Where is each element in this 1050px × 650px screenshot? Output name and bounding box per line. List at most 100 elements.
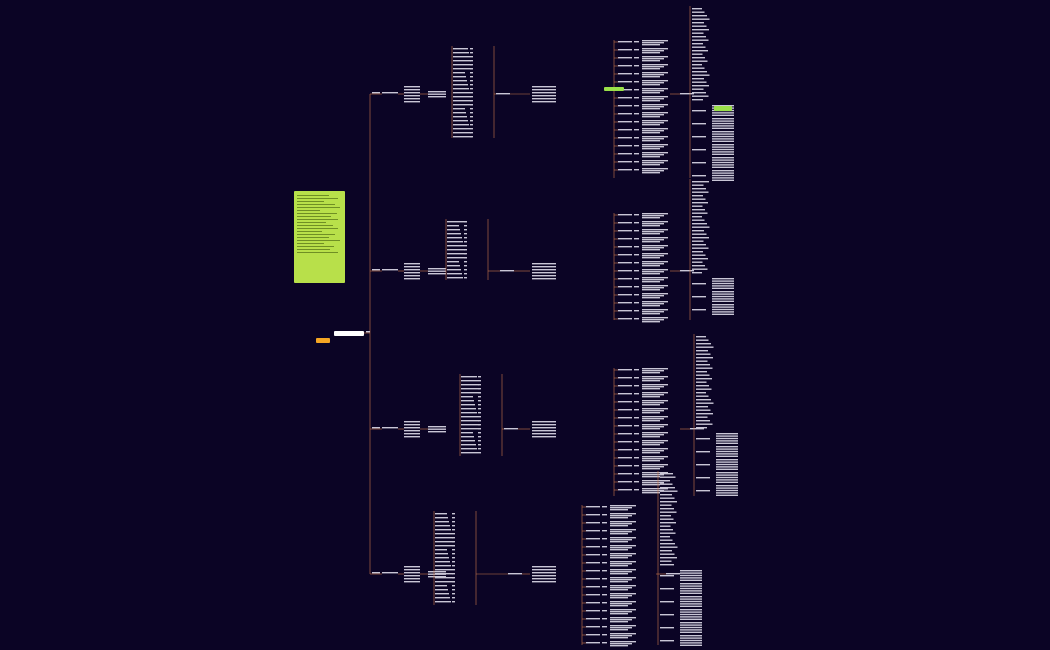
node-label-512[interactable] [642,396,660,398]
node-label-658[interactable] [435,513,447,515]
node-label-872[interactable] [680,609,702,611]
node-label-438[interactable] [461,376,477,378]
node-label-828[interactable] [660,480,670,482]
node-label-389[interactable] [692,212,708,214]
node-label-840[interactable] [660,522,676,524]
node-label-784[interactable] [610,593,636,595]
node-label-771[interactable] [602,578,607,580]
node-label-52[interactable] [453,124,469,126]
node-label-678[interactable] [435,553,448,555]
node-label-738[interactable] [610,533,628,535]
node-label-584[interactable] [642,492,660,494]
node-label-609[interactable] [696,409,711,411]
node-label-96[interactable] [618,73,632,75]
node-label-874[interactable] [680,613,702,616]
node-label-474[interactable] [461,448,477,450]
node-label-673[interactable] [452,541,455,543]
node-label-436[interactable] [428,431,446,433]
node-label-558[interactable] [642,456,668,458]
node-label-460[interactable] [461,420,479,422]
node-label-607[interactable] [696,402,714,404]
node-label-114[interactable] [618,97,632,99]
node-label-509[interactable] [634,393,639,395]
node-label-46[interactable] [453,112,466,114]
node-label-29[interactable] [470,76,473,78]
node-label-463[interactable] [478,424,481,426]
node-label-404[interactable] [692,265,705,267]
node-label-380[interactable] [692,181,709,183]
node-label-407[interactable] [692,283,706,285]
node-label-597[interactable] [696,367,713,369]
node-label-880[interactable] [680,626,702,629]
node-label-484[interactable] [532,427,556,429]
node-label-572[interactable] [642,476,660,478]
node-label-403[interactable] [692,261,703,263]
node-label-102[interactable] [618,81,632,83]
node-label-472[interactable] [461,444,476,446]
node-label-617[interactable] [716,435,738,437]
node-label-170[interactable] [642,168,668,170]
node-label-50[interactable] [453,120,468,122]
node-label-208[interactable] [712,114,734,116]
node-label-23[interactable] [470,64,473,66]
node-label-876[interactable] [680,618,702,620]
node-label-700[interactable] [435,597,450,599]
node-label-867[interactable] [680,598,702,600]
node-label-31[interactable] [470,80,473,82]
node-label-606[interactable] [696,399,711,401]
node-label-496[interactable] [618,377,632,379]
node-label-511[interactable] [642,394,664,396]
node-label-336[interactable] [618,270,632,272]
node-label-737[interactable] [610,531,632,533]
node-label-706[interactable] [508,573,522,575]
node-label-455[interactable] [478,408,481,410]
node-label-439[interactable] [478,376,481,378]
node-label-316[interactable] [642,241,660,243]
node-label-829[interactable] [660,483,673,485]
node-label-314[interactable] [642,237,668,239]
node-label-631[interactable] [716,466,738,468]
node-label-477[interactable] [478,452,481,454]
node-label-231[interactable] [712,164,734,166]
node-label-792[interactable] [610,605,628,607]
node-label-468[interactable] [461,436,474,438]
node-label-773[interactable] [610,579,632,581]
node-label-177[interactable] [692,11,705,13]
node-label-442[interactable] [461,384,479,386]
node-label-656[interactable] [428,576,446,578]
node-label-470[interactable] [461,440,475,442]
node-label-75[interactable] [642,42,664,44]
node-label-291[interactable] [532,278,556,280]
node-label-233[interactable] [692,175,706,177]
branch-1-label[interactable] [372,269,380,271]
node-label-683[interactable] [452,561,455,563]
node-label-430[interactable] [404,430,420,432]
node-label-863[interactable] [680,590,702,592]
node-label-307[interactable] [634,230,639,232]
node-label-722[interactable] [586,514,600,516]
node-label-557[interactable] [634,457,639,459]
node-label-410[interactable] [712,282,734,285]
node-label-806[interactable] [586,626,600,628]
node-label-11[interactable] [428,93,446,95]
node-label-615[interactable] [696,438,710,440]
node-label-620[interactable] [716,442,738,444]
node-label-369[interactable] [642,311,664,313]
node-label-756[interactable] [610,557,628,559]
node-label-651[interactable] [404,578,420,580]
node-label-412[interactable] [712,287,734,289]
node-label-553[interactable] [642,450,664,452]
node-label-350[interactable] [642,285,668,287]
node-label-813[interactable] [602,634,607,636]
node-label-636[interactable] [716,476,738,479]
node-label-264[interactable] [447,245,464,247]
node-label-222[interactable] [712,144,734,146]
node-label-708[interactable] [532,566,556,568]
node-label-517[interactable] [642,402,664,404]
node-label-117[interactable] [642,98,664,100]
node-label-344[interactable] [642,277,668,279]
node-label-795[interactable] [602,610,607,612]
node-label-483[interactable] [532,424,556,426]
node-label-644[interactable] [716,494,738,496]
node-label-6[interactable] [404,95,420,97]
